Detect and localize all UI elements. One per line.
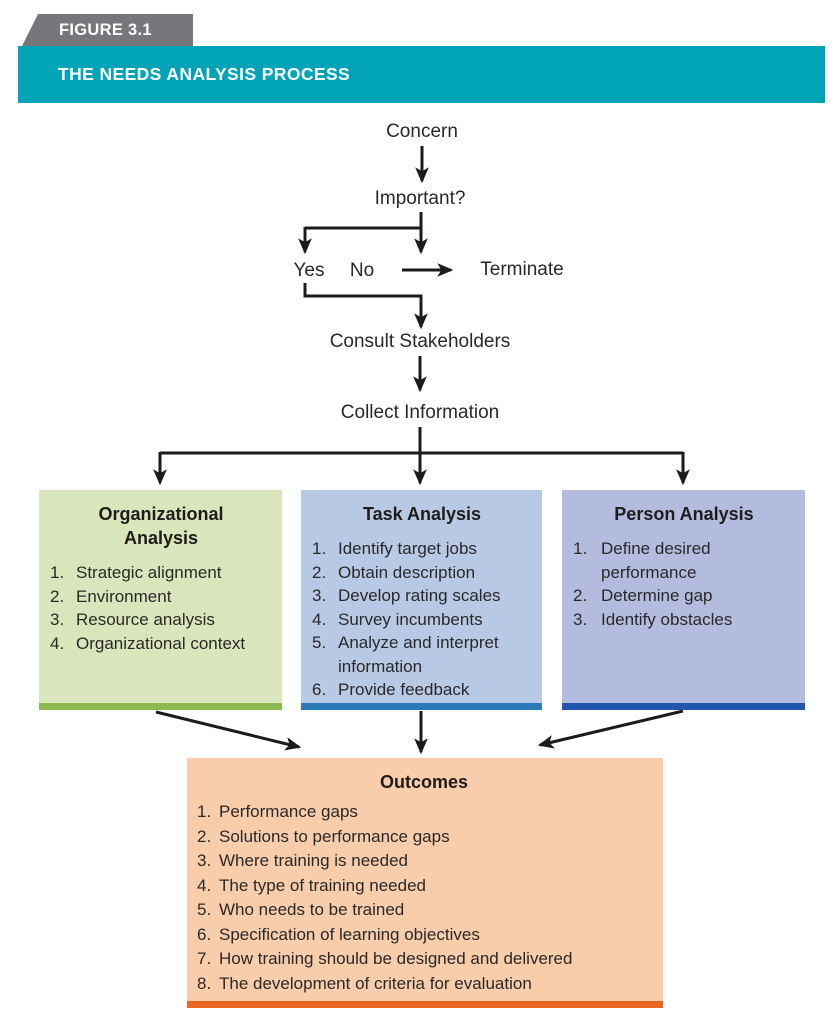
list-item: 5.Analyze and interpret information — [312, 633, 499, 676]
outcomes-list: 1.Performance gaps 2.Solutions to perfor… — [197, 800, 651, 996]
list-item: 3.Resource analysis — [50, 610, 215, 629]
list-item: 2.Obtain description — [312, 562, 476, 582]
outcomes-title: Outcomes — [379, 772, 469, 792]
list-item: 1.Performance gaps — [197, 802, 358, 821]
arrow-org-to-outcomes — [155, 710, 302, 751]
list-item: 8.The development of criteria for evalua… — [197, 973, 532, 993]
list-item: 4.The type of training needed — [197, 875, 426, 895]
list-item: 3.Develop rating scales — [312, 586, 501, 605]
flow-step-important: Important? — [374, 188, 466, 209]
flow-branch-no: No — [349, 260, 375, 281]
person-analysis-list: 1.Define desired performance 2.Determine… — [573, 537, 795, 631]
arrow-person-to-outcomes — [537, 709, 684, 749]
list-item: 5.Who needs to be trained — [197, 900, 405, 919]
task-analysis-box: Task Analysis 1.Identify target jobs 2.O… — [301, 490, 542, 710]
flow-step-collect-information: Collect Information — [340, 402, 500, 423]
figure-title: THE NEEDS ANALYSIS PROCESS — [58, 64, 351, 84]
organizational-analysis-title: Organizational Analysis — [98, 504, 224, 548]
organizational-analysis-box: Organizational Analysis 1.Strategic alig… — [39, 490, 282, 710]
list-item: 3.Where training is needed — [197, 851, 409, 870]
list-item: 2.Determine gap — [573, 586, 713, 605]
list-item: 2.Environment — [50, 586, 172, 606]
flow-step-terminate: Terminate — [480, 259, 564, 280]
list-item: 3.Identify obstacles — [573, 609, 733, 629]
figure-number-tab: FIGURE 3.1 — [22, 14, 193, 46]
list-item: 6.Specification of learning objectives — [197, 924, 480, 944]
flow-step-consult-stakeholders: Consult Stakeholders — [329, 331, 511, 352]
person-analysis-box: Person Analysis 1.Define desired perform… — [562, 490, 805, 710]
line-important-split — [305, 212, 423, 230]
figure-number-label: FIGURE 3.1 — [59, 20, 152, 39]
flow-step-concern: Concern — [386, 121, 458, 142]
list-item: 7.How training should be designed and de… — [197, 949, 573, 968]
figure-title-banner: THE NEEDS ANALYSIS PROCESS — [18, 46, 825, 103]
person-analysis-title: Person Analysis — [614, 504, 754, 524]
list-item: 1.Define desired performance — [573, 539, 711, 582]
list-item: 1.Strategic alignment — [50, 563, 222, 582]
list-item: 4.Survey incumbents — [312, 609, 483, 629]
task-analysis-list: 1.Identify target jobs 2.Obtain descript… — [312, 537, 532, 702]
list-item: 1.Identify target jobs — [312, 539, 477, 558]
flow-branch-yes: Yes — [293, 260, 325, 281]
arrow-yes-to-consult — [303, 283, 428, 330]
outcomes-box: Outcomes 1.Performance gaps 2.Solutions … — [187, 758, 663, 1008]
list-item: 2.Solutions to performance gaps — [197, 826, 450, 846]
task-analysis-title: Task Analysis — [362, 504, 482, 524]
organizational-analysis-list: 1.Strategic alignment 2.Environment 3.Re… — [50, 561, 272, 655]
list-item: 4.Organizational context — [50, 633, 246, 653]
list-item: 6.Provide feedback — [312, 680, 470, 699]
